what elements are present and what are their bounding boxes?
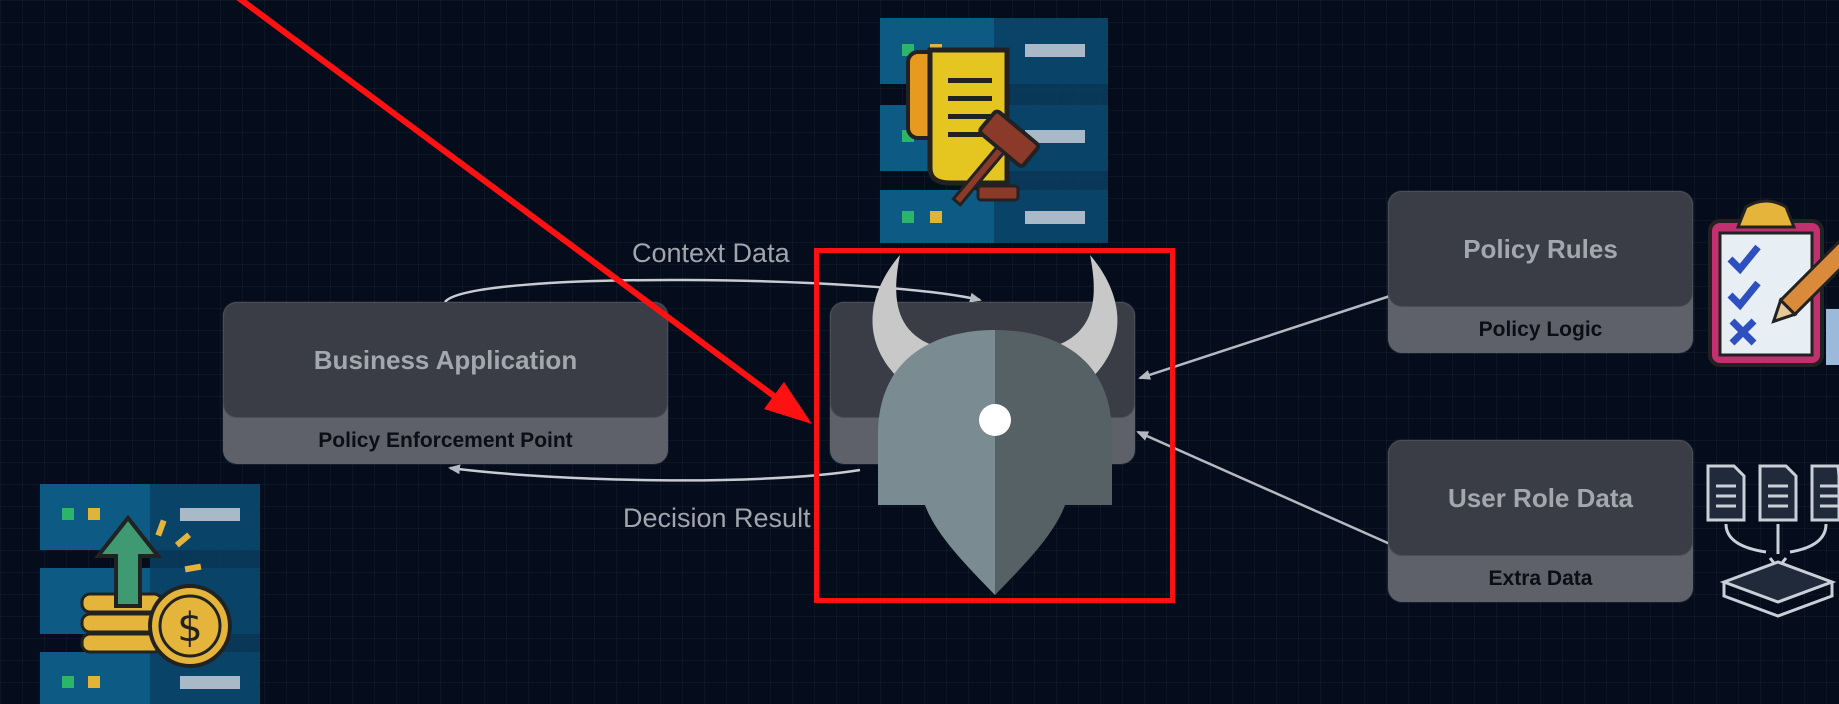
edge-label-decision-result: Decision Result: [623, 503, 811, 533]
opa-viking-helmet-logo: [872, 255, 1118, 595]
node-title: User Role Data: [1388, 440, 1693, 556]
edge-policy-rules: [1138, 294, 1391, 380]
gavel-document-server-icon: [880, 18, 1108, 243]
svg-text:$: $: [177, 605, 202, 651]
node-title: Policy Rules: [1388, 191, 1693, 307]
node-policy-rules: Policy Rules Policy Logic: [1388, 191, 1693, 353]
highlight-box: [814, 248, 1175, 603]
node-subtitle: Policy Logic: [1478, 318, 1603, 341]
node-subtitle: Policy Enforcement Point: [318, 429, 573, 452]
money-stack-server-icon: $: [40, 484, 260, 704]
checklist-clipboard-icon: [1708, 199, 1839, 367]
edge-context-data: [444, 278, 982, 303]
edge-label-context-data: Context Data: [632, 238, 790, 268]
node-title: Business Application: [223, 302, 668, 418]
data-merge-icon: [1706, 464, 1839, 618]
node-business-application: Business Application Policy Enforcement …: [223, 302, 668, 464]
node-user-role-data: User Role Data Extra Data: [1388, 440, 1693, 602]
node-subtitle: Extra Data: [1488, 567, 1593, 590]
edge-user-role-data: [1136, 430, 1391, 546]
